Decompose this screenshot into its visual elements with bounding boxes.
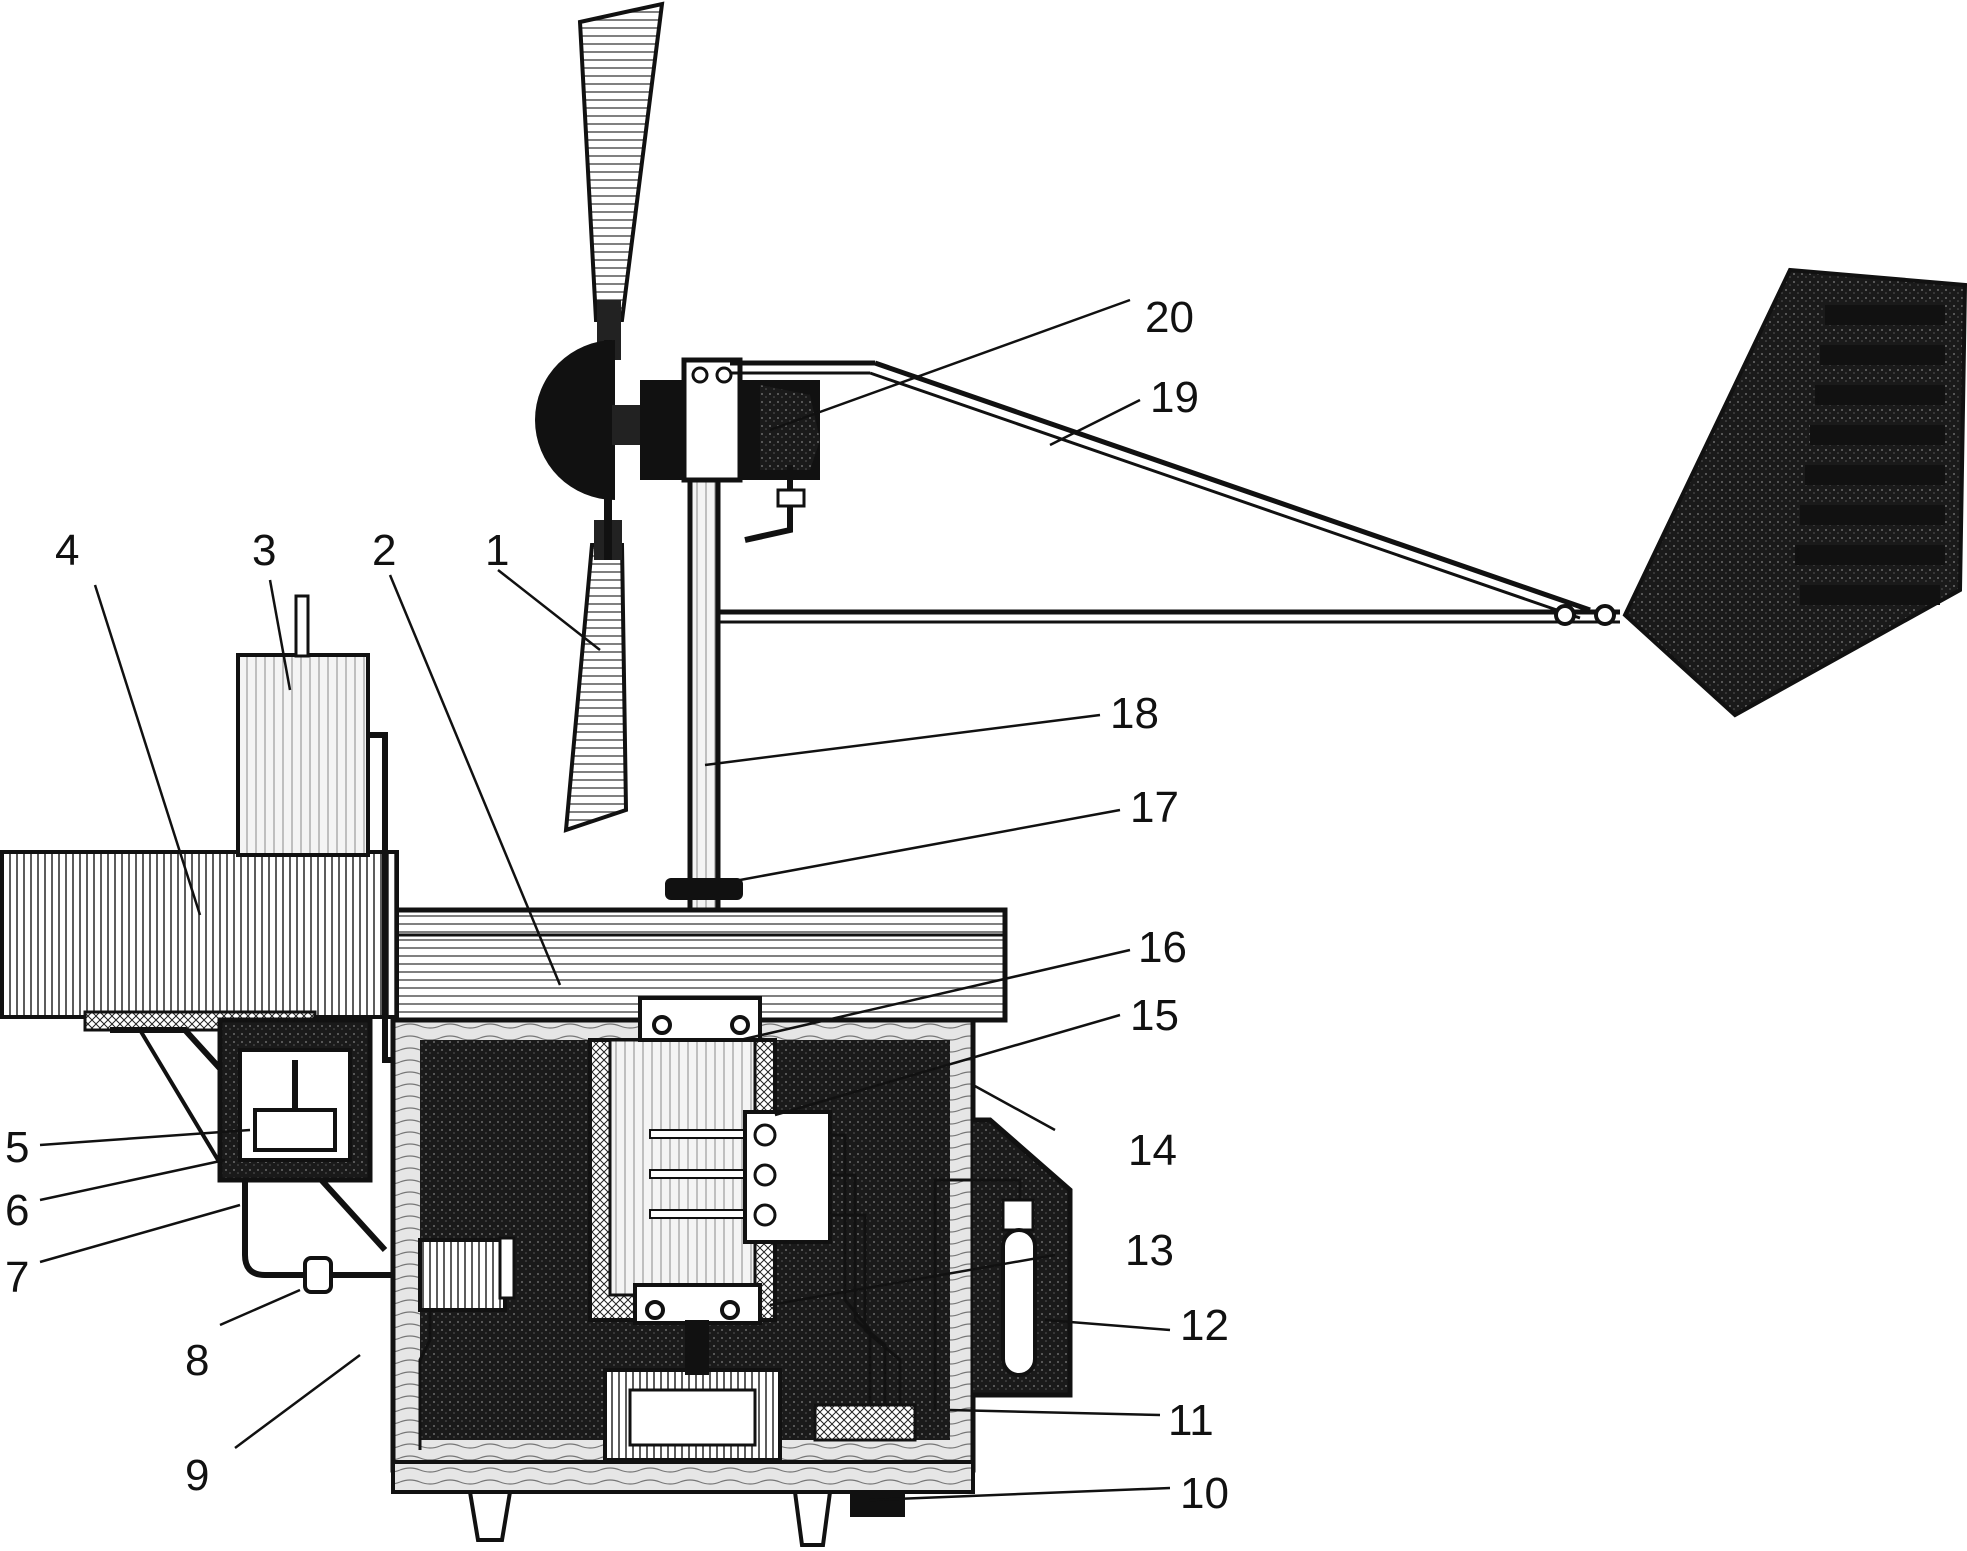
callout-4: 4 <box>55 526 79 575</box>
fuse-tube <box>1001 1228 1037 1377</box>
callout-20: 20 <box>1145 293 1194 342</box>
wire-2 <box>830 1173 887 1410</box>
callout-9: 9 <box>185 1451 209 1500</box>
callout-13: 13 <box>1125 1226 1174 1275</box>
callout-11: 11 <box>1168 1396 1214 1445</box>
wire-3 <box>830 1213 902 1410</box>
callout-3: 3 <box>252 526 276 575</box>
callout-19: 19 <box>1150 373 1199 422</box>
slip-rings <box>649 1110 832 1244</box>
lower-blade <box>563 543 629 833</box>
cylinder-pipe <box>368 732 395 1063</box>
base-pump <box>603 1320 917 1462</box>
tail-vane <box>1622 267 1967 718</box>
foot-right <box>792 1490 833 1547</box>
vane-slats <box>1795 305 1945 605</box>
bearing-ball <box>720 1300 740 1320</box>
callout-6: 6 <box>5 1186 29 1235</box>
spinner-hub <box>535 340 615 500</box>
callout-7: 7 <box>5 1253 29 1302</box>
wire-1 <box>830 1133 872 1410</box>
generator-head <box>612 357 820 543</box>
leader-lines <box>39 298 1171 1502</box>
tail-strut-2 <box>869 371 1581 620</box>
cylinder-rod <box>294 594 310 658</box>
mast-collar <box>665 878 743 900</box>
switch <box>850 1492 905 1517</box>
boom-clamp <box>1594 604 1616 626</box>
callout-2: 2 <box>372 526 396 575</box>
callout-8: 8 <box>185 1336 209 1385</box>
callout-1: 1 <box>485 526 509 575</box>
bearing-ball <box>652 1015 672 1035</box>
callout-15: 15 <box>1130 991 1179 1040</box>
relay-coil <box>418 1236 516 1450</box>
tail-strut <box>874 360 1591 613</box>
generator-nose <box>760 385 820 470</box>
tail-assembly <box>690 267 1967 718</box>
callout-12: 12 <box>1180 1301 1229 1350</box>
bracket-brace <box>138 1028 232 1182</box>
drum-body <box>0 850 399 1019</box>
bearing-ball <box>730 1015 750 1035</box>
pressure-vessel <box>217 1017 415 1294</box>
callout-18: 18 <box>1110 689 1159 738</box>
pipe-fitting <box>303 1256 333 1294</box>
callout-14: 14 <box>1128 1126 1177 1175</box>
base-board <box>391 1460 975 1494</box>
piston <box>253 1108 337 1152</box>
cable-down <box>744 465 793 543</box>
fuse-cap <box>1001 1198 1035 1232</box>
boom-clamp <box>1554 604 1576 626</box>
rotor <box>535 1 665 833</box>
inner-cavity-core <box>608 1038 757 1297</box>
callout-5: 5 <box>5 1123 29 1172</box>
hub-shaft <box>612 405 642 445</box>
storage-drum <box>0 594 399 1253</box>
foot-left <box>467 1490 513 1542</box>
cable-clamp <box>776 488 806 508</box>
callout-10: 10 <box>1180 1469 1229 1518</box>
upper-blade <box>577 1 665 322</box>
bearing-ball <box>715 366 733 384</box>
bearing-ball <box>645 1300 665 1320</box>
bearing-ball <box>691 366 709 384</box>
callout-16: 16 <box>1138 923 1187 972</box>
cylinder <box>236 653 370 857</box>
outlet-pipe <box>242 1180 415 1278</box>
main-housing <box>390 996 1073 1547</box>
callout-17: 17 <box>1130 783 1179 832</box>
callouts: 1 2 3 4 5 6 7 8 9 10 11 12 13 14 15 16 1… <box>5 293 1229 1518</box>
